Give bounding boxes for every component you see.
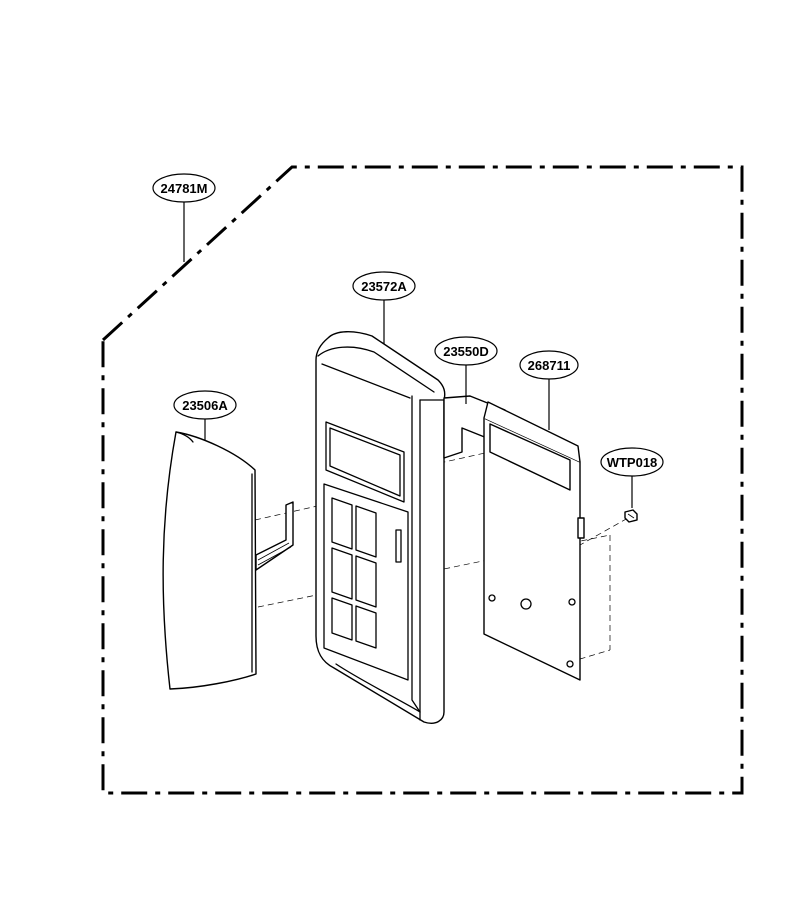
part-label-24781M: 24781M xyxy=(152,173,216,203)
pcb-part xyxy=(483,401,585,681)
part-number-text: 268711 xyxy=(528,358,571,373)
part-label-23572A: 23572A xyxy=(352,271,416,301)
part-label-23506A: 23506A xyxy=(173,390,237,420)
part-label-23550D: 23550D xyxy=(434,336,498,366)
part-number-text: WTP018 xyxy=(607,455,658,470)
part-number-text: 24781M xyxy=(161,181,208,196)
part-number-text: 23572A xyxy=(361,279,407,294)
screw-part xyxy=(624,509,638,523)
door-cover-part xyxy=(162,431,294,690)
leader-lines xyxy=(183,202,633,508)
part-label-WTP018: WTP018 xyxy=(600,447,664,477)
front-panel-part xyxy=(315,331,446,724)
part-number-text: 23550D xyxy=(443,344,489,359)
part-number-text: 23506A xyxy=(182,398,228,413)
assembly-boundary-frame xyxy=(101,165,744,795)
part-label-268711: 268711 xyxy=(519,350,579,380)
